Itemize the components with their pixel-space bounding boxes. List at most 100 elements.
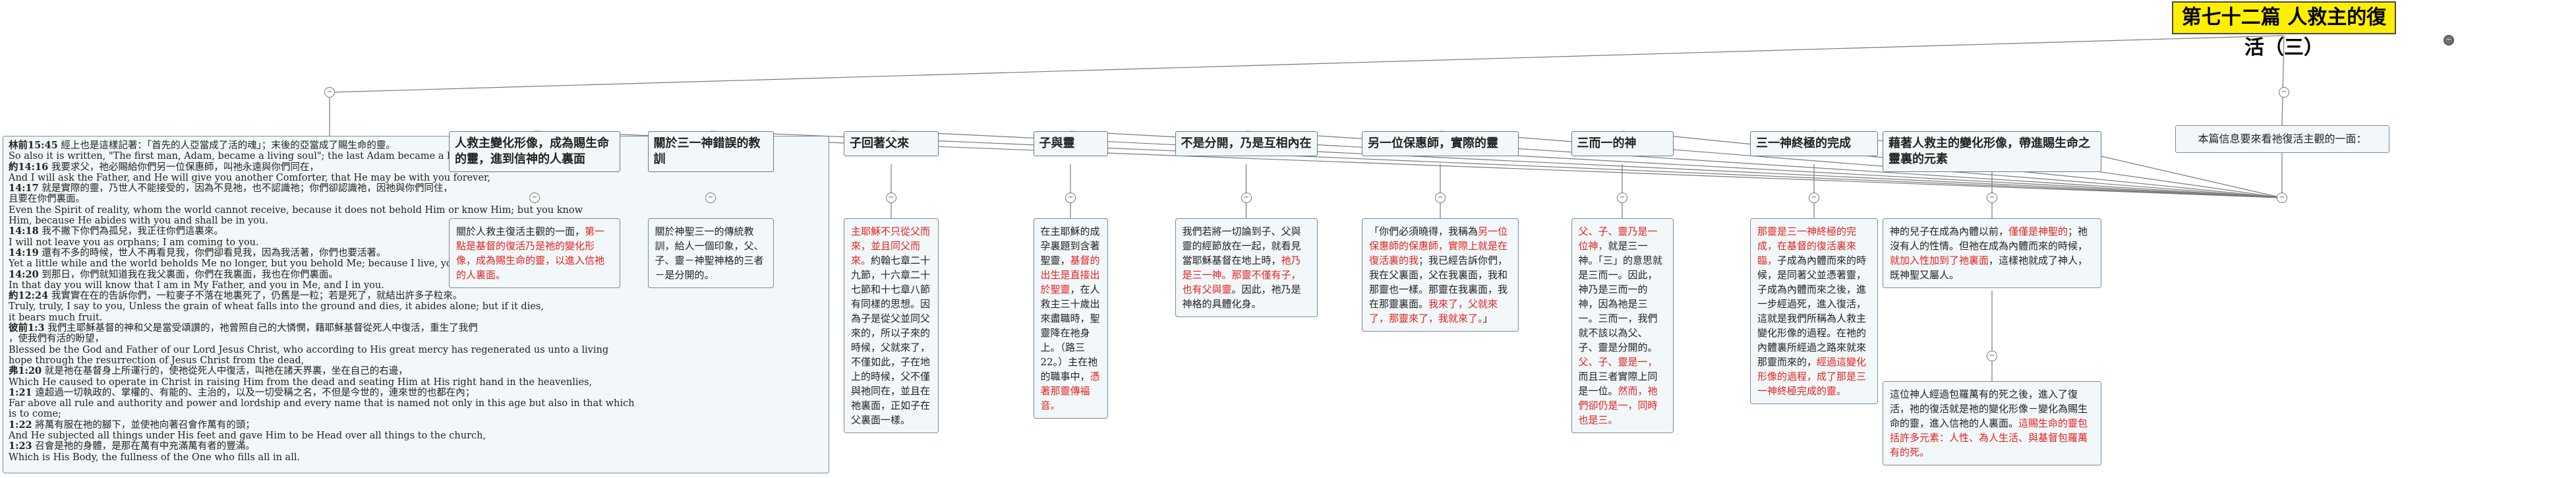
scripture-ref: 約14:16: [9, 161, 49, 173]
scripture-text: hope through the resurrection of Jesus C…: [9, 355, 305, 366]
detail-text: 祂乃是三一神。那靈不僅有子，也有父與靈: [1182, 254, 1301, 295]
scripture-note[interactable]: 林前15:45 經上也是這樣記著：「首先的人亞當成了活的魂」；末後的亞當成了賜生…: [3, 136, 829, 473]
detail-text: ，在人救主三十歲出來盡職時，聖靈降在祂身上。（路三22。）主在祂的職事中，: [1040, 284, 1100, 382]
detail-text: ；我已經告訴你們，我在父裏面，父在我裏面，我和那靈也一樣。那靈在我裏面，我在那靈…: [1369, 254, 1508, 310]
connector-line: [2281, 35, 2285, 126]
detail-text: 這位神人經過包羅萬有的死之後，進入了復活，祂的復活就是祂的變化形像－變化為賜生命…: [1890, 388, 2088, 429]
topic-2-detail[interactable]: 關於神聖三一的傳統教訓，給人一個印象，父、子、靈－神聖神格的三者－是分開的。: [647, 218, 774, 288]
scripture-line: And I will ask the Father, and He will g…: [9, 173, 823, 183]
topic-6[interactable]: 另一位保惠師，實際的靈: [1362, 131, 1519, 156]
detail-text: 關於人救主復活主觀的一面，: [456, 225, 585, 237]
detail-text: 我們若將一切論到子、父與靈的經節放在一起，就看見當耶穌基督在地上時，: [1182, 225, 1301, 266]
detail-text: 主耶穌不只從父而來，並且同父而來。: [851, 225, 931, 266]
topic-7[interactable]: 三而一的神: [1571, 131, 1674, 156]
collapse-toggle[interactable]: −: [2279, 87, 2289, 98]
detail-text: 」: [1482, 313, 1493, 324]
scripture-text: I will not leave you as orphans; I am co…: [9, 237, 259, 248]
detail-text: 父、子、靈是一，: [1578, 356, 1658, 368]
central-topic[interactable]: 第七十二篇 人救主的復活（三）: [2172, 1, 2396, 59]
scripture-line: Far above all rule and authority and pow…: [9, 398, 823, 409]
topic-4-detail[interactable]: 在主耶穌的成孕裏題到含著聖靈，基督的出生是直接出於聖靈，在人救主三十歲出來盡職時…: [1033, 218, 1108, 419]
scripture-text: Which He caused to operate in Christ in …: [9, 376, 593, 388]
collapse-toggle[interactable]: −: [1065, 193, 1076, 203]
detail-text: 我來了，父就來了，那靈來了，我就來了。: [1369, 298, 1498, 324]
detail-text: 憑著那靈傳福音。: [1040, 371, 1100, 411]
scripture-text: 到那日，你們就知道我在我父裏面，你們在我裏面，我也在你們裏面。: [42, 269, 338, 280]
collapse-toggle[interactable]: −: [1809, 193, 1819, 203]
scripture-text: 且要在你們裏面。: [9, 194, 85, 205]
topic-9[interactable]: 藉著人救主的變化形像，帶進賜生命之靈裏的元素: [1883, 131, 2101, 172]
detail-text: ，這樣祂就成了神人，既神聖又屬人。: [1890, 254, 2088, 281]
detail-text: 這賜生命的靈包括許多元素：人性、為人生活、與基督包羅萬有的死。: [1890, 417, 2088, 458]
scripture-line: 1:23 召會是祂的身體，是那在萬有中充滿萬有者的豐滿。: [9, 441, 823, 452]
topic-9-detail[interactable]: 神的兒子在成為內體以前，僅僅是神聖的；祂沒有人的性情。但祂在成為內體而來的時候，…: [1883, 218, 2101, 288]
collapse-toggle[interactable]: −: [1241, 193, 1252, 203]
scripture-line: 14:19 還有不多的時候，世人不再看見我，你們卻看見我，因為我活著，你們也要活…: [9, 247, 823, 258]
topic-9-detail-2[interactable]: 這位神人經過包羅萬有的死之後，進入了復活，祂的復活就是祂的變化形像－變化為賜生命…: [1883, 381, 2101, 465]
scripture-text: Truly, truly, I say to you, Unless the g…: [9, 301, 544, 313]
scripture-line: hope through the resurrection of Jesus C…: [9, 355, 823, 366]
scripture-text: 我要求父，祂必賜給你們另一位保惠師，叫祂永遠與你們同在，: [51, 162, 319, 173]
intro-topic[interactable]: 本篇信息要來看祂復活主觀的一面：: [2175, 125, 2389, 153]
topic-5-detail[interactable]: 我們若將一切論到子、父與靈的經節放在一起，就看見當耶穌基督在地上時，祂乃是三一神…: [1175, 218, 1318, 317]
scripture-text: 就是祂在基督身上所運行的，使祂從死人中復活，叫祂在諸天界裏，坐在自己的右邊，: [44, 366, 408, 377]
topic-1[interactable]: 人救主變化形像，成為賜生命的靈，進到信神的人裏面: [449, 131, 620, 172]
topic-4[interactable]: 子與靈: [1033, 131, 1108, 156]
detail-text: 然而，祂們卻仍是一，同時也是三。: [1578, 385, 1658, 426]
detail-text: 基督的出生是直接出於聖靈: [1040, 254, 1100, 295]
detail-text: ；祂沒有人的性情。但祂在成為內體而來的時候，: [1890, 225, 2088, 252]
detail-text: 僅僅是神聖的: [2008, 225, 2068, 237]
scripture-line: Even the Spirit of reality, whom the wor…: [9, 205, 823, 216]
collapse-toggle[interactable]: −: [2444, 35, 2454, 45]
topic-5[interactable]: 不是分開，乃是互相內在: [1175, 131, 1318, 156]
topic-8[interactable]: 三一神終極的完成: [1750, 131, 1878, 156]
scripture-text: In that day you will know that I am in M…: [9, 280, 384, 291]
scripture-ref: 14:20: [9, 268, 39, 280]
collapse-toggle[interactable]: −: [705, 193, 716, 203]
scripture-line: is to come;: [9, 409, 823, 419]
scripture-ref: 1:23: [9, 440, 32, 452]
scripture-line: I will not leave you as orphans; I am co…: [9, 237, 823, 248]
scripture-line: 1:22 將萬有服在祂的腳下，並使祂向著召會作萬有的頭；: [9, 419, 823, 431]
scripture-line: In that day you will know that I am in M…: [9, 280, 823, 291]
scripture-line: Truly, truly, I say to you, Unless the g…: [9, 301, 823, 312]
scripture-line: ，使我們有活的盼望，: [9, 334, 823, 344]
collapse-toggle[interactable]: −: [1987, 351, 1997, 361]
detail-text: 約翰七章二十九節，十六章二十七節和十七章八節有同樣的思想。因為子是從父並同父來的…: [851, 254, 931, 426]
scripture-line: 彼前1:3 我們主耶穌基督的神和父是當受頌讚的，祂曾照自己的大憐憫，藉耶穌基督從…: [9, 322, 823, 334]
scripture-text: Far above all rule and authority and pow…: [9, 398, 635, 409]
collapse-toggle[interactable]: −: [886, 193, 896, 203]
detail-text: 另一位保惠師的保惠師，實際上就是在復活裏的我: [1369, 225, 1508, 266]
scripture-text: 我實實在在的告訴你們，一粒麥子不落在地裏死了，仍舊是一粒；若是死了，就結出許多子…: [51, 291, 463, 302]
collapse-toggle[interactable]: −: [324, 87, 335, 98]
detail-text: 子成為內體而來的時候，是同著父並憑著靈，子成為內體而來之後，進一步經過死，進入復…: [1757, 254, 1867, 368]
topic-6-detail[interactable]: 「你們必須曉得，我稱為另一位保惠師的保惠師，實際上就是在復活裏的我；我已經告訴你…: [1362, 218, 1519, 332]
topic-8-detail[interactable]: 那靈是三一神終極的完成，在基督的復活裏來臨，子成為內體而來的時候，是同著父並憑著…: [1750, 218, 1878, 404]
topic-3-detail[interactable]: 主耶穌不只從父而來，並且同父而來。約翰七章二十九節，十六章二十七節和十七章八節有…: [844, 218, 939, 433]
detail-text: 。因此，祂乃是神格的具體化身。: [1182, 284, 1301, 310]
collapse-toggle[interactable]: −: [529, 193, 540, 203]
detail-text: 就加入性加到了祂裏面: [1890, 254, 1989, 266]
connector-line: [891, 131, 2283, 198]
scripture-text: it bears much fruit.: [9, 312, 103, 323]
topic-7-detail[interactable]: 父、子、靈乃是一位神，就是三一神。「三」的意思就是三而一。因此，神乃是三而一的神…: [1571, 218, 1674, 433]
scripture-ref: 14:19: [9, 247, 39, 258]
scripture-text: 經上也是這樣記著：「首先的人亞當成了活的魂」；末後的亞當成了賜生命的靈。: [61, 140, 395, 151]
scripture-line: 林前15:45 經上也是這樣記著：「首先的人亞當成了活的魂」；末後的亞當成了賜生…: [9, 140, 823, 151]
scripture-text: And He subjected all things under His fe…: [9, 431, 486, 442]
scripture-line: 14:18 我不撇下你們為孤兒，我正往你們這裏來。: [9, 226, 823, 237]
collapse-toggle[interactable]: −: [2277, 193, 2287, 203]
scripture-line: Which He caused to operate in Christ in …: [9, 377, 823, 388]
scripture-ref: 1:22: [9, 419, 32, 431]
scripture-text: Yet a little while and the world beholds…: [9, 258, 530, 270]
topic-3[interactable]: 子回著父來: [844, 131, 939, 156]
collapse-toggle[interactable]: −: [1435, 193, 1446, 203]
scripture-line: 約12:24 我實實在在的告訴你們，一粒麥子不落在地裏死了，仍舊是一粒；若是死了…: [9, 291, 823, 302]
collapse-toggle[interactable]: −: [1617, 193, 1627, 203]
scripture-text: ，使我們有活的盼望，: [9, 334, 104, 345]
topic-2[interactable]: 關於三一神錯誤的教訓: [647, 131, 774, 172]
collapse-toggle[interactable]: −: [1987, 193, 1997, 203]
scripture-ref: 彼前1:3: [9, 322, 45, 334]
topic-1-detail[interactable]: 關於人救主復活主觀的一面，第一點是基督的復活乃是祂的變化形像，成為賜生命的靈，以…: [449, 218, 620, 288]
detail-text: 在主耶穌的成孕裏題到含著聖靈，: [1040, 225, 1100, 266]
